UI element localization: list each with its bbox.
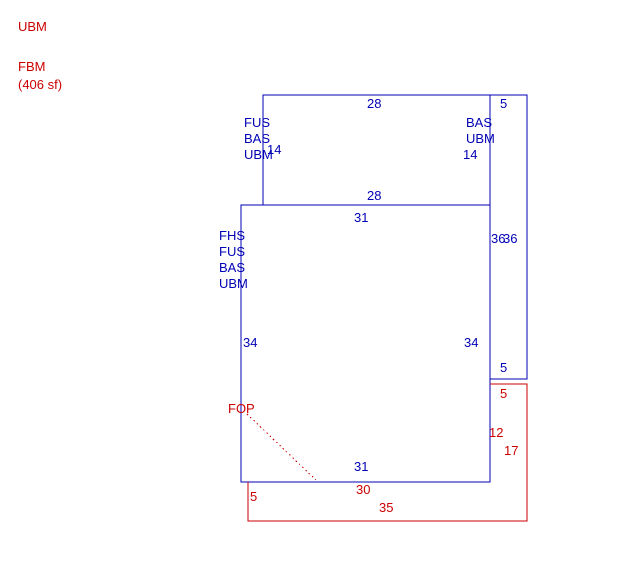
main-right-dim: 34: [464, 335, 479, 350]
porch-right-dim: 17: [504, 443, 519, 458]
main-left-dim: 34: [243, 335, 258, 350]
ubm-note: UBM: [18, 19, 47, 34]
strip-top-dim: 5: [500, 96, 508, 111]
main-level-outline: [240, 204, 491, 483]
upper-top-dim: 28: [367, 96, 382, 111]
main-area-fus: FUS: [219, 244, 245, 259]
strip-side-dim-2: 36: [503, 231, 518, 246]
porch-outline: [247, 383, 528, 522]
main-area-ubm: UBM: [219, 276, 248, 291]
main-top-dim: 31: [354, 210, 369, 225]
fbm-note: FBM: [18, 59, 46, 74]
main-area-bas: BAS: [219, 260, 246, 275]
porch-top-dim: 5: [500, 386, 508, 401]
upper-bottom-dim: 28: [367, 188, 382, 203]
fbm-area-note: (406 sf): [18, 77, 63, 92]
porch-right-upper-dim: 12: [489, 425, 504, 440]
strip-side-dim-1: 36: [491, 231, 506, 246]
upper-right-area-ubm: UBM: [466, 131, 495, 146]
main-bottom-dim: 31: [354, 459, 369, 474]
upper-area-ubm: UBM: [244, 147, 273, 162]
upper-right-area-bas: BAS: [466, 115, 493, 130]
porch-leader-line: [246, 413, 317, 481]
porch-inner-dim: 30: [356, 482, 371, 497]
fop-label: FOP: [228, 401, 255, 416]
upper-area-bas: BAS: [244, 131, 271, 146]
upper-area-fus: FUS: [244, 115, 270, 130]
strip-bottom-dim: 5: [500, 360, 508, 375]
porch-left-dim: 5: [250, 489, 258, 504]
main-area-fhs: FHS: [219, 228, 245, 243]
upper-left-dim: 14: [267, 142, 282, 157]
porch-bottom-dim: 35: [379, 500, 394, 515]
upper-right-dim: 14: [463, 147, 478, 162]
